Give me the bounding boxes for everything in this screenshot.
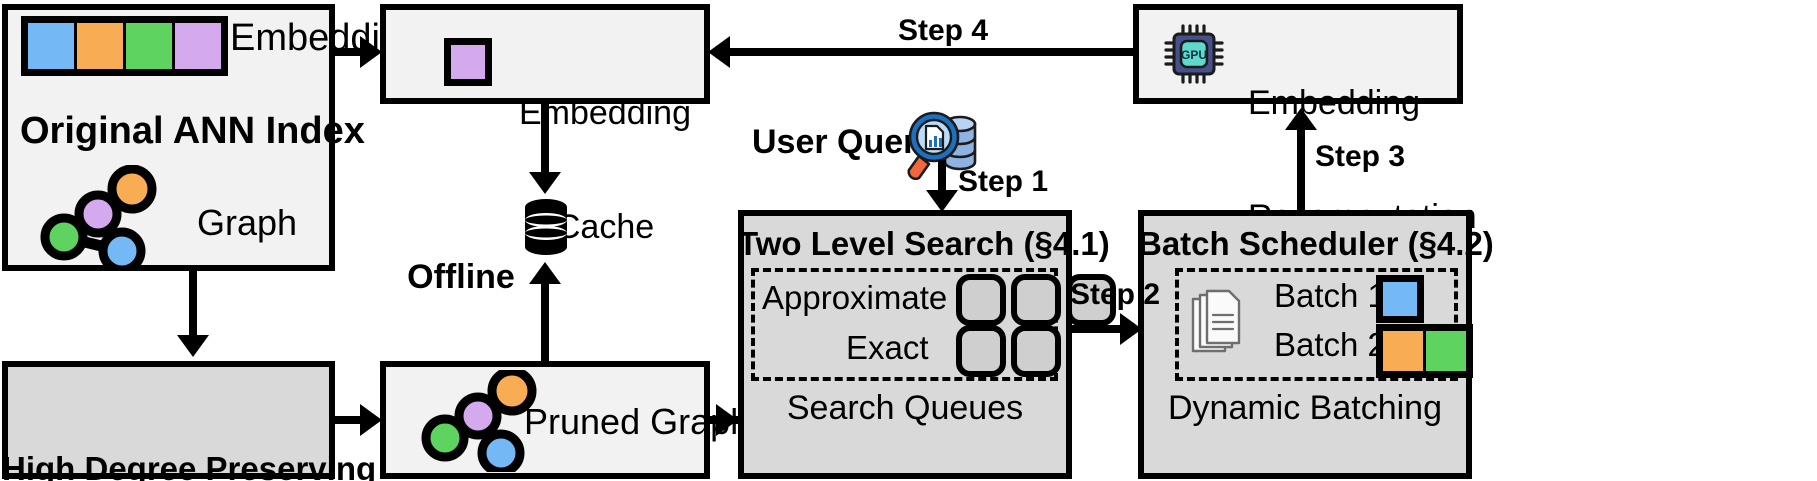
embedding-cell-orange <box>77 23 123 69</box>
connector-step2 <box>1072 325 1128 333</box>
pruned-graph-icon <box>421 370 537 472</box>
queue-chip[interactable] <box>1066 274 1116 326</box>
gpu-icon-text: GPU <box>1181 48 1207 62</box>
embedding-cell-blue <box>28 23 74 69</box>
embedding-cache-label-line2: Cache <box>555 208 655 247</box>
step-3-label: Step 3 <box>1315 140 1406 173</box>
original-graph-icon <box>40 165 157 270</box>
arrowhead-pruned-to-storage <box>529 262 561 284</box>
arrowhead-index-to-pruning <box>177 335 209 357</box>
approximate-queue-chips <box>956 274 1116 326</box>
batch-1-item-blue <box>1376 275 1424 323</box>
original-ann-index-label: Original ANN Index <box>20 110 365 152</box>
step-1-label: Step 1 <box>958 165 1049 198</box>
database-icon <box>525 199 567 255</box>
two-level-search-title: Two Level Search (§4.1) <box>738 225 1110 262</box>
search-queues-footer: Search Queues <box>786 389 1024 427</box>
graph-pruning-box <box>2 361 335 479</box>
batch-1-label: Batch 1 <box>1274 277 1386 314</box>
batch-2-item-green <box>1426 331 1466 371</box>
queue-chip[interactable] <box>1011 274 1061 326</box>
embedding-cache-box <box>380 4 710 104</box>
connector-pruning-to-pruned <box>335 416 363 424</box>
arrowhead-index-to-cache <box>360 36 382 68</box>
step-4-label: Step 4 <box>898 14 989 47</box>
arrowhead-step2 <box>1120 313 1142 345</box>
connector-step1 <box>938 160 946 194</box>
connector-step4 <box>730 48 1134 56</box>
connector-step3 <box>1297 126 1305 212</box>
search-queues-dashed-region <box>751 268 1058 381</box>
arrowhead-step1 <box>926 190 958 212</box>
connector-index-to-cache <box>335 48 363 56</box>
dynamic-batching-footer: Dynamic Batching <box>1167 389 1442 427</box>
recomputation-server-label-line1: Embedding <box>1248 84 1421 123</box>
embedding-cache-label-line1: Embedding <box>518 94 691 133</box>
approximate-row-label: Approximate <box>762 279 948 316</box>
step-2-label: Step 2 <box>1070 278 1161 311</box>
queue-chip[interactable] <box>956 325 1006 377</box>
offline-storage-label-line1: Offline <box>407 258 515 297</box>
batch-scheduler-title: Batch Scheduler (§4.2) <box>1138 225 1494 262</box>
embedding-cell-green <box>126 23 172 69</box>
embedding-cell-purple <box>175 23 221 69</box>
graph-pruning-label-line1: High Degree Preserving <box>2 449 377 481</box>
queue-chip[interactable] <box>956 274 1006 326</box>
connector-index-to-pruning <box>189 271 197 339</box>
gpu-chip-icon: GPU <box>1164 24 1224 84</box>
batch-2-item-orange <box>1383 331 1423 371</box>
batch-2-label: Batch 2 <box>1274 326 1386 363</box>
exact-queue-chips <box>956 325 1061 377</box>
connector-cache-to-storage <box>541 104 549 176</box>
connector-pruned-to-storage <box>541 280 549 362</box>
arrowhead-step4 <box>708 36 730 68</box>
exact-row-label: Exact <box>846 329 929 366</box>
batch-2-items <box>1376 324 1473 378</box>
arrowhead-step3 <box>1285 108 1317 130</box>
arrowhead-pruning-to-pruned <box>360 404 382 436</box>
arrowhead-cache-to-storage <box>529 172 561 194</box>
embedding-strip <box>21 16 228 76</box>
graph-pruning-label: High Degree Preserving Graph Pruning (§5… <box>2 377 377 481</box>
arrowhead-pruned-to-search <box>716 404 738 436</box>
graph-label: Graph <box>197 202 298 243</box>
queue-chip[interactable] <box>1011 325 1061 377</box>
embedding-cache-label: Embedding Cache <box>505 18 705 323</box>
documents-icon <box>1191 289 1241 353</box>
query-search-database-icon <box>907 111 977 180</box>
embedding-cache-swatch <box>444 38 492 86</box>
